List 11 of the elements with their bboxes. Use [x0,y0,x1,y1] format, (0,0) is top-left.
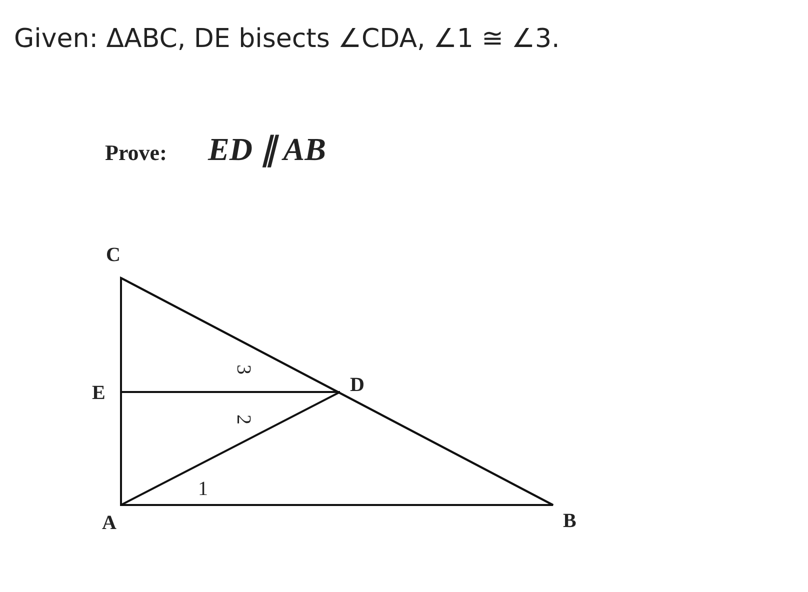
given-statement: Given: ΔABC, DE bisects ∠CDA, ∠1 ≅ ∠3. [14,24,560,54]
angle-number: 1 [198,478,208,501]
vertex-label: B [563,510,576,533]
vertex-label: C [106,244,120,267]
prove-statement: ED ∥ AB [208,130,326,168]
vertex-label: D [350,374,364,397]
angle-number: 3 [232,364,254,374]
angle-number: 2 [232,414,254,424]
vertex-label: A [102,512,116,535]
prove-heading: Prove: [105,140,167,166]
vertex-label: E [92,382,106,405]
